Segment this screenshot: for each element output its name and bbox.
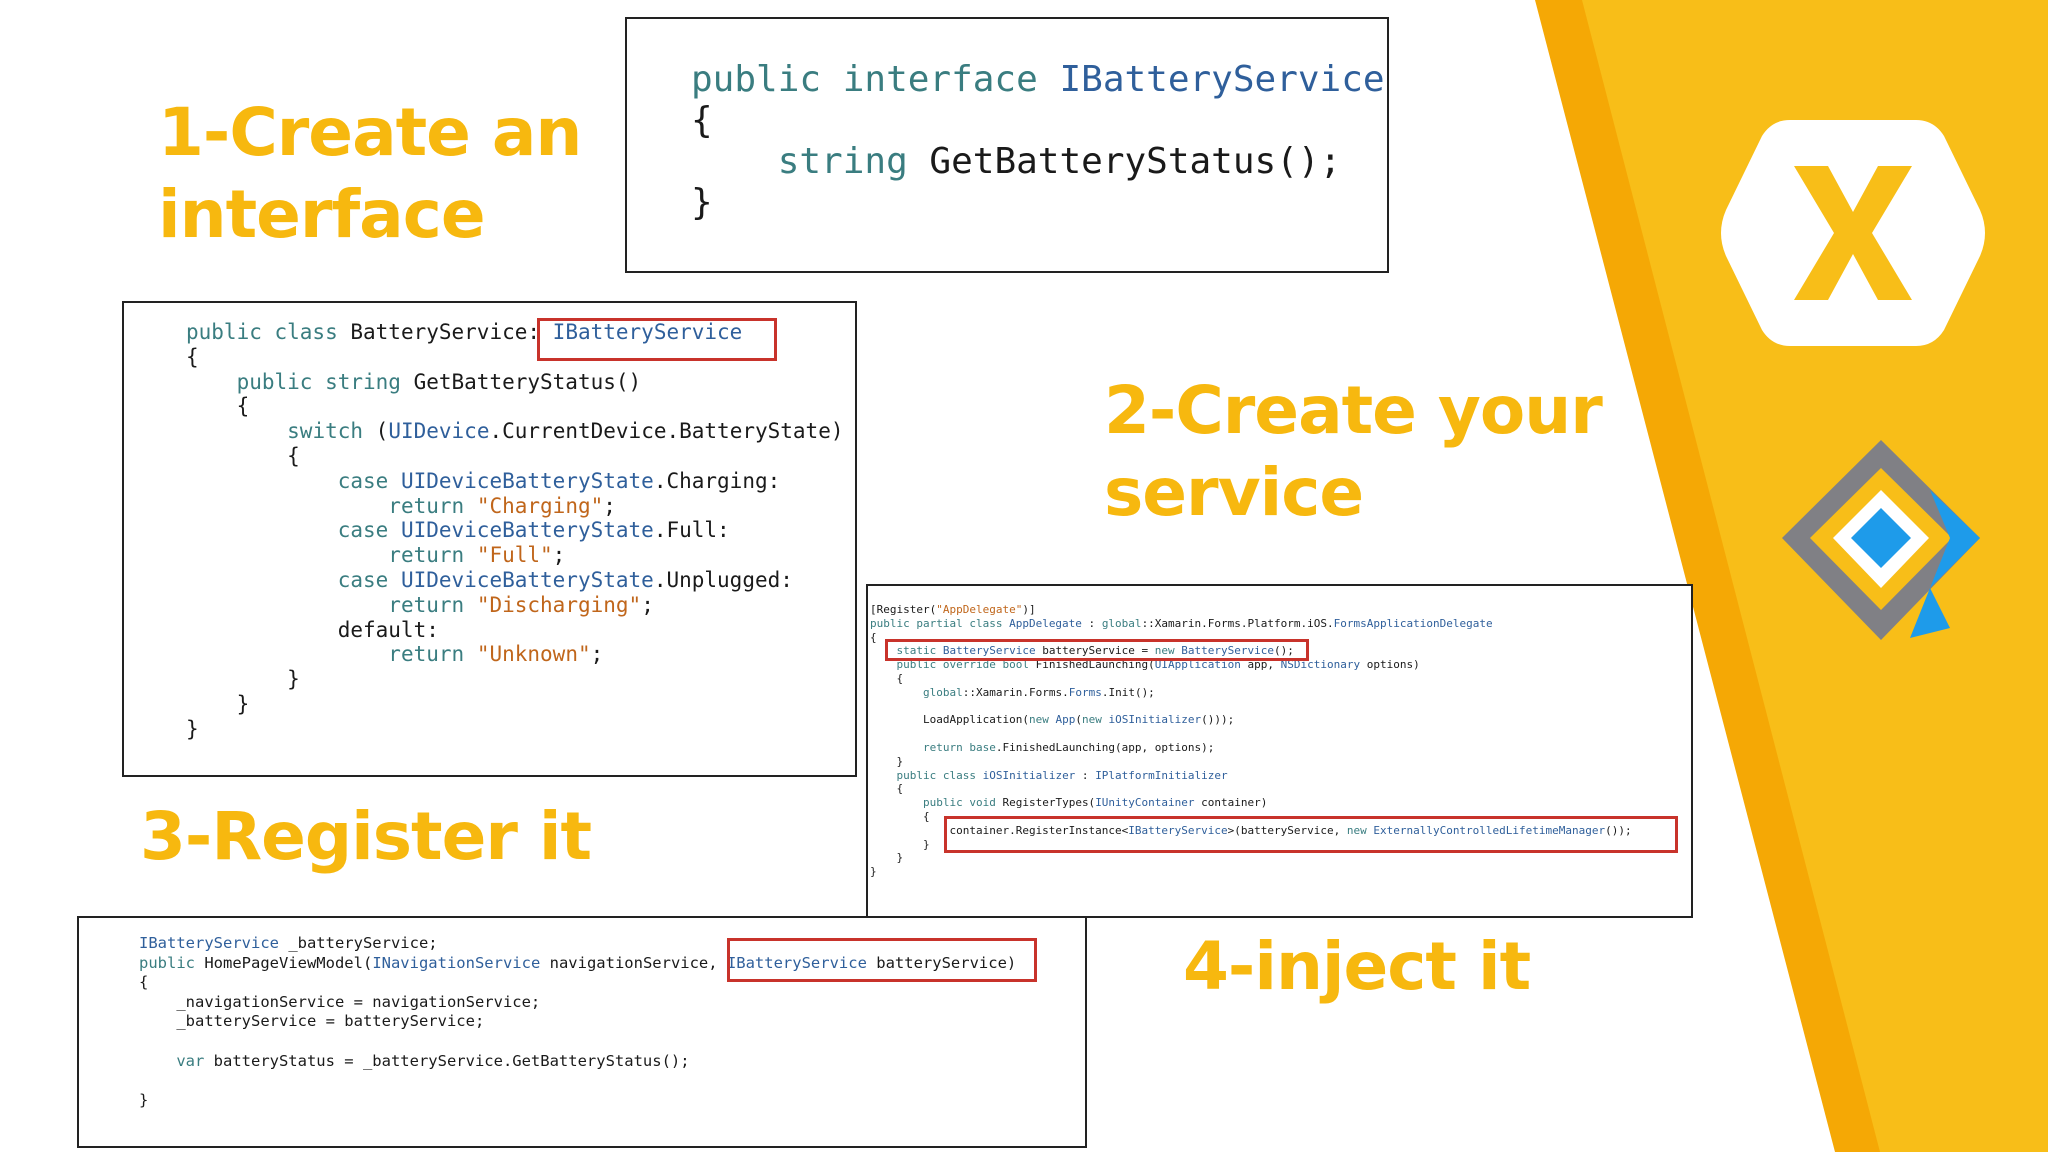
step-4-title: 4-inject it bbox=[1183, 928, 1531, 1005]
code-line: return "Full"; bbox=[388, 543, 566, 568]
code-line: public partial class AppDelegate : globa… bbox=[870, 616, 1493, 630]
interface-highlight-box bbox=[537, 318, 777, 361]
code-line bbox=[139, 1032, 1016, 1052]
code-line: public string GetBatteryStatus() bbox=[236, 369, 642, 394]
code-line bbox=[870, 700, 1632, 714]
code-line: case UIDeviceBatteryState.Charging: bbox=[337, 468, 781, 493]
code-line: { bbox=[870, 630, 877, 644]
constructor-param-highlight-box bbox=[727, 938, 1037, 982]
code-line: } bbox=[870, 865, 877, 879]
step-2-title: 2-Create your service bbox=[1104, 372, 1603, 531]
code-line: { bbox=[186, 344, 199, 369]
code-line: { bbox=[870, 809, 930, 823]
code-line: var batteryStatus = _batteryService.GetB… bbox=[176, 1051, 690, 1070]
code-line: _batteryService = batteryService; bbox=[139, 1012, 485, 1031]
code-line: IBatteryService _batteryService; bbox=[139, 934, 438, 952]
code-line: { bbox=[870, 782, 904, 796]
code-line: string GetBatteryStatus(); bbox=[777, 141, 1342, 182]
prism-logo-icon bbox=[1782, 440, 1980, 640]
code-line: return base.FinishedLaunching(app, optio… bbox=[922, 740, 1215, 754]
code-line: public void RegisterTypes(IUnityContaine… bbox=[922, 796, 1268, 810]
code-line: } bbox=[186, 691, 250, 716]
code-line: public class iOSInitializer : IPlatformI… bbox=[896, 768, 1228, 782]
code-line: { bbox=[186, 394, 250, 419]
static-field-highlight-box bbox=[885, 639, 1309, 661]
code-line: } bbox=[139, 1090, 149, 1109]
code-line: global::Xamarin.Forms.Forms.Init(); bbox=[922, 685, 1155, 699]
code-line: { bbox=[691, 100, 713, 141]
interface-code-panel: public interface IBatteryService{ string… bbox=[625, 17, 1389, 273]
step-3-title: 3-Register it bbox=[140, 798, 592, 875]
code-line: container.RegisterInstance<IBatteryServi… bbox=[870, 823, 1632, 837]
code-line: } bbox=[870, 754, 904, 768]
code-line: public HomePageViewModel(INavigationServ… bbox=[139, 953, 1017, 972]
register-code: [Register("AppDelegate")]public partial … bbox=[870, 603, 1632, 879]
code-line: default: bbox=[186, 617, 439, 642]
code-line: } bbox=[186, 667, 300, 692]
code-line: } bbox=[870, 851, 904, 865]
code-line: } bbox=[870, 837, 930, 851]
code-line bbox=[139, 1071, 1016, 1091]
code-line: case UIDeviceBatteryState.Full: bbox=[337, 518, 730, 543]
register-instance-highlight-box bbox=[944, 816, 1678, 853]
code-line: { bbox=[870, 671, 904, 685]
code-line: case UIDeviceBatteryState.Unplugged: bbox=[337, 567, 793, 592]
service-code-panel: public class BatteryService: IBatterySer… bbox=[122, 301, 857, 777]
step-1-title: 1-Create an interface bbox=[158, 94, 582, 253]
xamarin-logo-icon bbox=[1721, 120, 1985, 346]
code-line: return "Charging"; bbox=[388, 493, 616, 518]
code-line: public class BatteryService: IBatterySer… bbox=[186, 320, 743, 344]
code-line: { bbox=[139, 973, 149, 992]
inject-code-panel: IBatteryService _batteryService;public H… bbox=[77, 916, 1087, 1148]
code-line: static BatteryService batteryService = n… bbox=[896, 644, 1294, 658]
code-line: return "Discharging"; bbox=[388, 592, 654, 617]
code-line: _navigationService = navigationService; bbox=[139, 992, 541, 1011]
code-line: public override bool FinishedLaunching(U… bbox=[896, 658, 1420, 672]
code-line: LoadApplication(new App(new iOSInitializ… bbox=[870, 713, 1235, 727]
register-code-panel: [Register("AppDelegate")]public partial … bbox=[866, 584, 1693, 918]
code-line: public interface IBatteryService bbox=[691, 59, 1385, 100]
interface-code: public interface IBatteryService{ string… bbox=[691, 59, 1385, 223]
inject-code: IBatteryService _batteryService;public H… bbox=[139, 934, 1016, 1110]
code-line: } bbox=[186, 716, 199, 741]
code-line bbox=[870, 727, 1632, 741]
service-code: public class BatteryService: IBatterySer… bbox=[186, 320, 844, 742]
code-line: } bbox=[691, 182, 713, 223]
code-line: [Register("AppDelegate")] bbox=[870, 603, 1036, 616]
code-line: { bbox=[186, 443, 300, 468]
code-line: return "Unknown"; bbox=[388, 642, 604, 667]
code-line: switch (UIDevice.CurrentDevice.BatterySt… bbox=[287, 419, 844, 444]
